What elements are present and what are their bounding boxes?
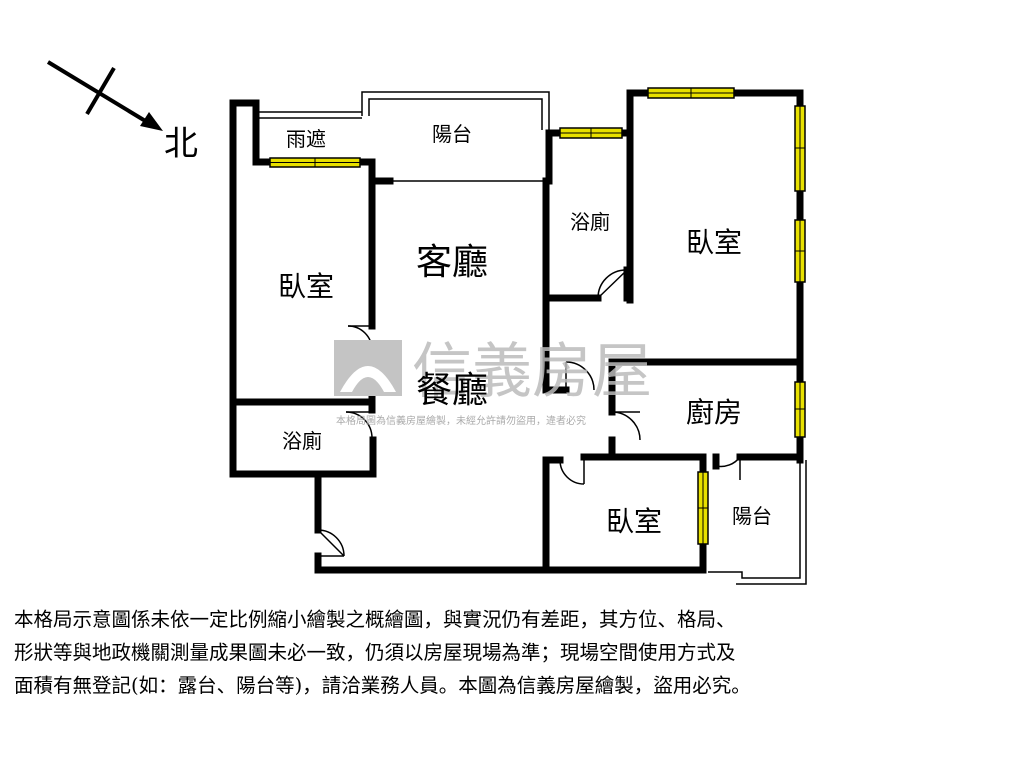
watermark-brand: 信義房屋 <box>412 337 652 407</box>
watermark-notice: 本格局圖為信義房屋繪製，未經允許請勿盜用，違者必究 <box>336 414 586 427</box>
disclaimer-line-1: 本格局示意圖係未依一定比例縮小繪製之概繪圖，與實況仍有差距，其方位、格局、 <box>14 608 736 631</box>
room-label-bedroom-right: 臥室 <box>686 226 742 259</box>
floor-plan: 北 <box>46 60 807 585</box>
room-label-living-room: 客廳 <box>416 242 488 283</box>
room-label-dining-room: 餐廳 <box>416 370 488 411</box>
room-label-balcony-top: 陽台 <box>432 122 472 146</box>
watermark: 信義房屋 本格局圖為信義房屋繪製，未經允許請勿盜用，違者必究 <box>334 337 652 427</box>
window-lines <box>270 88 805 544</box>
canopy-outline <box>256 111 362 119</box>
room-label-kitchen: 廚房 <box>686 396 742 429</box>
disclaimer-line-3: 面積有無登記(如：露台、陽台等)，請洽業務人員。本圖為信義房屋繪製，盜用必究。 <box>14 674 751 697</box>
room-label-bedroom-bottom: 臥室 <box>606 505 662 538</box>
balcony-top-outline <box>361 91 550 182</box>
room-label-bath-left: 浴廁 <box>282 429 322 453</box>
disclaimer-line-2: 形狀等與地政機關測量成果圖未必一致，仍須以房屋現場為準；現場空間使用方式及 <box>14 641 736 664</box>
room-label-balcony-bottom: 陽台 <box>732 504 772 528</box>
balcony-bottom-outline <box>708 460 807 585</box>
room-label-bath-top: 浴廁 <box>570 210 610 234</box>
doors <box>317 269 741 557</box>
room-label-canopy: 雨遮 <box>286 127 326 151</box>
north-label: 北 <box>164 124 198 164</box>
disclaimer: 本格局示意圖係未依一定比例縮小繪製之概繪圖，與實況仍有差距，其方位、格局、 形狀… <box>14 603 1014 702</box>
north-arrow-icon <box>46 60 163 131</box>
room-label-bedroom-left: 臥室 <box>278 270 334 303</box>
